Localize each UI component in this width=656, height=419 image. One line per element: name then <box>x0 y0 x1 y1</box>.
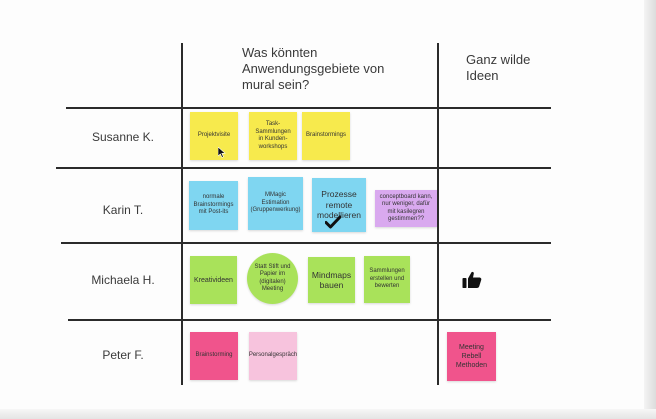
sticky-note-task-sammlungen[interactable]: Task-Sammlungen in Kunden-workshops <box>249 112 297 160</box>
sticky-note-text: Prozesse remote modellieren <box>317 189 361 221</box>
sticky-note-text: MMagic Estimation (Gruppenwerkung) <box>250 192 301 214</box>
grid-line-horizontal-4 <box>68 319 551 321</box>
column-header-ideas: Was könnten Anwendungsgebiete von mural … <box>242 45 385 92</box>
sticky-note-normale-brainstormings[interactable]: normale Brainstormings mit Post-its <box>189 181 238 230</box>
sticky-note-brainstormings[interactable]: Brainstormings <box>302 112 350 160</box>
sticky-note-text: Projektvisite <box>197 132 231 139</box>
sticky-note-statt-stift[interactable]: Statt Stift und Papier im (digitalen) Me… <box>247 253 298 304</box>
sticky-note-text: Statt Stift und Papier im (digitalen) Me… <box>254 263 291 293</box>
grid-line-horizontal-1 <box>66 107 551 109</box>
thumbs-up-icon <box>462 271 482 288</box>
sticky-note-personalgespraech[interactable]: Personalgespräch <box>249 332 297 380</box>
grid-line-horizontal-3 <box>61 242 551 244</box>
sticky-note-text: Meeting Rebell Methoden <box>455 344 488 369</box>
sticky-note-magic-estimation[interactable]: MMagic Estimation (Gruppenwerkung) <box>248 177 303 230</box>
column-header-wild-ideas: Ganz wilde Ideen <box>466 52 531 83</box>
grid-line-vertical-2 <box>437 43 439 385</box>
row-label-michaela: Michaela H. <box>91 273 155 287</box>
grid-line-horizontal-2 <box>56 167 551 169</box>
sticky-note-conceptboard[interactable]: conceptboard kann, nur weniger, dafür mi… <box>375 190 437 227</box>
sticky-note-text: Sammlungen erstellen und bewerten <box>369 268 405 290</box>
board-edge-bottom <box>0 409 656 419</box>
sticky-note-text: Task-Sammlungen in Kunden-workshops <box>255 121 291 150</box>
sticky-note-text: Brainstormings <box>306 132 347 139</box>
sticky-note-text: Brainstorming <box>195 352 233 359</box>
sticky-note-sammlungen[interactable]: Sammlungen erstellen und bewerten <box>364 256 410 303</box>
sticky-note-text: conceptboard kann, nur weniger, dafür mi… <box>379 193 433 223</box>
sticky-note-text: Kreativideen <box>194 276 233 284</box>
sticky-note-text: normale Brainstormings mit Post-its <box>193 194 234 216</box>
sticky-note-text: Mindmaps bauen <box>311 269 352 291</box>
grid-line-vertical-1 <box>181 43 183 385</box>
sticky-note-mindmaps[interactable]: Mindmaps bauen <box>308 257 355 303</box>
sticky-note-brainstorming[interactable]: Brainstorming <box>190 332 238 380</box>
checkmark-icon <box>325 215 341 229</box>
board-edge-right <box>644 0 656 419</box>
cursor-arrow-icon <box>218 147 226 158</box>
sticky-note-meeting-rebell[interactable]: Meeting Rebell Methoden <box>447 332 496 381</box>
row-label-karin: Karin T. <box>102 203 144 217</box>
sticky-note-prozesse-remote[interactable]: Prozesse remote modellieren <box>312 178 366 232</box>
sticky-note-projektvisite[interactable]: Projektvisite <box>190 112 238 160</box>
sticky-note-kreativideen[interactable]: Kreativideen <box>190 256 237 304</box>
row-label-peter: Peter F. <box>102 348 144 362</box>
row-label-susanne: Susanne K. <box>91 130 155 144</box>
sticky-note-text: Personalgespräch <box>248 352 298 359</box>
